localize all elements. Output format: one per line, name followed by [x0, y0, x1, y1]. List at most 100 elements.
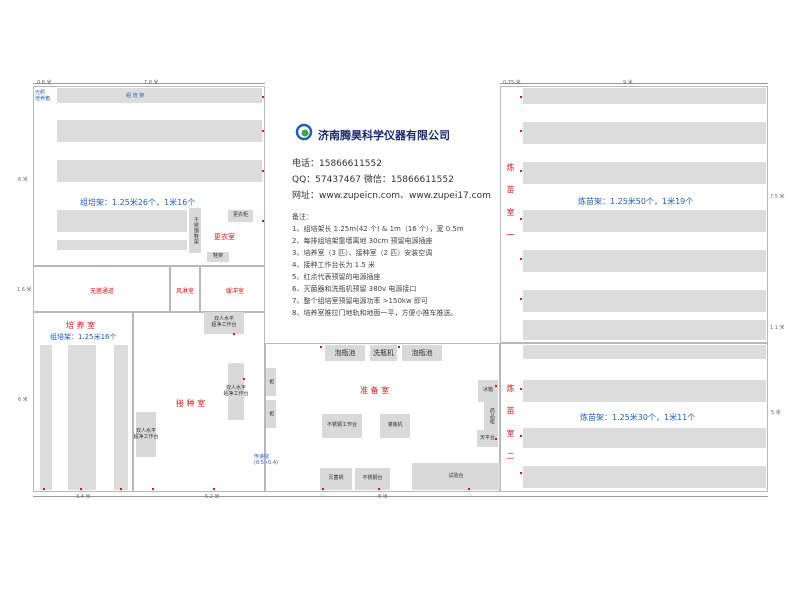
inoculation-room	[133, 312, 265, 492]
buffer-room-label: 缓冲室	[226, 288, 245, 295]
culture-room-label: 培 养 室	[66, 321, 96, 330]
power-socket-dot	[80, 488, 82, 490]
dim-left-6: 6 米	[18, 177, 28, 183]
hardening-shelf	[523, 428, 766, 448]
hardening-shelf	[523, 466, 766, 488]
corridor-label: 无菌通道	[90, 288, 115, 295]
cabinet-1: 柜	[265, 368, 276, 396]
stainless-workbench: 不锈钢工作台	[322, 414, 362, 438]
power-socket-dot	[520, 170, 522, 172]
power-socket-dot	[520, 435, 522, 437]
balance-table: 天平台	[477, 430, 498, 447]
hardening-shelf	[523, 88, 766, 104]
hardening-room-2	[500, 343, 768, 492]
power-socket-dot	[152, 488, 154, 490]
power-socket-dot	[468, 488, 470, 490]
dim-left-6b: 6 米	[18, 397, 28, 403]
clean-bench-mid: 双人水平 超净工作台	[224, 363, 249, 420]
shelf-column	[40, 345, 52, 490]
power-socket-dot	[262, 170, 264, 172]
power-socket-dot	[520, 130, 522, 132]
power-socket-dot	[120, 488, 122, 490]
clean-bench-left: 双人水平 超净工作台	[134, 412, 159, 457]
hardening-shelf	[523, 290, 766, 312]
culture-room	[33, 312, 133, 492]
culture-top-caption: 组培架：1.25米26个，1米16个	[80, 198, 196, 207]
lab-bench: 试验台	[412, 463, 500, 490]
hardening-room-1	[500, 86, 768, 343]
shoe-rack: 鞋架	[207, 252, 229, 262]
clean-bench-top: 双人水平 超净工作台	[204, 312, 244, 334]
note-item: 6、灭菌器和洗瓶机预留 380v 电源接口	[292, 285, 417, 293]
note-item: 7、整个组培室预留电源功率 >150kw 即可	[292, 297, 428, 305]
company-logo	[295, 123, 313, 141]
dim-right-75: 7.5 米	[770, 194, 785, 200]
hardening-shelf	[523, 320, 766, 340]
fridge: 冰箱	[478, 380, 498, 402]
company-website: 网址：www.zupeicn.com、www.zupei17.com	[292, 191, 491, 201]
power-socket-dot	[322, 488, 324, 490]
note-item: 3、培养室（3 匹）、接种室（2 匹）安装空调	[292, 249, 433, 257]
changing-room-label: 更衣室	[214, 233, 235, 241]
dim-line-bottom	[33, 496, 768, 497]
notes-title: 备注：	[292, 213, 313, 221]
dim-bottom-52: 5.2 米	[205, 494, 220, 500]
buffer-room	[200, 266, 265, 312]
pass-window-label: 传递窗 (0.5×0.4)	[254, 454, 278, 466]
air-shower	[170, 266, 200, 312]
power-socket-dot	[520, 96, 522, 98]
company-name: 济南腾昊科学仪器有限公司	[318, 129, 450, 142]
bottle-washer: 洗瓶机	[370, 345, 397, 361]
power-socket-dot	[43, 488, 45, 490]
power-socket-dot	[520, 218, 522, 220]
corridor	[33, 266, 170, 312]
power-socket-dot	[213, 488, 215, 490]
dim-top-left-a: 0.8 米	[37, 80, 52, 86]
dim-top-right-b: 9 米	[623, 80, 633, 86]
note-item: 5、红点代表预留的电源插座	[292, 273, 381, 281]
locker: 更衣柜	[228, 210, 253, 222]
soak-tank-right: 泡瓶池	[402, 345, 442, 361]
power-socket-dot	[520, 472, 522, 474]
reagent-cabinet: 药品柜	[484, 402, 498, 430]
power-socket-dot	[262, 130, 264, 132]
hardening-shelf	[523, 380, 766, 402]
shelf-row	[57, 120, 262, 142]
power-socket-dot	[520, 388, 522, 390]
filling-machine: 灌装机	[380, 414, 410, 438]
note-item: 4、接种工作台长为 1.5 米	[292, 261, 376, 269]
prep-room-label: 准 备 室	[360, 386, 390, 395]
hardening-room-1-caption: 炼苗架：1.25米50个，1米19个	[578, 197, 694, 206]
power-socket-dot	[262, 96, 264, 98]
shelf-column	[68, 345, 96, 490]
soak-tank-left: 泡瓶池	[325, 345, 365, 361]
dim-line-top-left	[33, 83, 265, 84]
hardening-room-1-title: 炼 苗 室 一	[506, 163, 515, 245]
inoculation-room-label: 接 种 室	[176, 399, 206, 408]
power-socket-dot	[262, 220, 264, 222]
dim-right-11: 1.1 米	[770, 325, 785, 331]
autoclave: 灭菌锅	[320, 468, 352, 490]
shelf-row	[57, 88, 262, 103]
hardening-shelf	[523, 162, 766, 184]
culture-shelf-label: 组 培 架	[126, 93, 145, 99]
culture-area-top	[33, 86, 265, 266]
power-socket-dot	[495, 438, 497, 440]
power-socket-dot	[243, 378, 245, 380]
note-item: 2、每排组培架靠墙离地 30cm 预留电源插座	[292, 237, 433, 245]
company-phone: 电话：15866611552	[292, 159, 382, 169]
power-socket-dot	[378, 488, 380, 490]
company-qq-wechat: QQ：57437467 微信：15866611552	[292, 175, 454, 185]
note-item: 8、培养室推拉门地轨和地面一平，方便小推车推送。	[292, 309, 458, 317]
power-socket-dot	[520, 298, 522, 300]
dim-bottom-34: 3.4 米	[76, 494, 91, 500]
note-item: 1、组培架长 1.25m(42 个) & 1m（16 个），宽 0.5m	[292, 225, 464, 233]
hardening-shelf	[523, 345, 766, 359]
power-socket-dot	[520, 258, 522, 260]
dim-left-16: 1.6 米	[17, 287, 32, 293]
prep-room	[265, 343, 500, 492]
stainless-shoe-rack: 不锈钢鞋架	[189, 208, 201, 253]
stainless-table: 不锈钢台	[355, 468, 390, 490]
dim-line-top-right	[500, 83, 768, 84]
cabinet-2: 柜	[265, 400, 276, 428]
